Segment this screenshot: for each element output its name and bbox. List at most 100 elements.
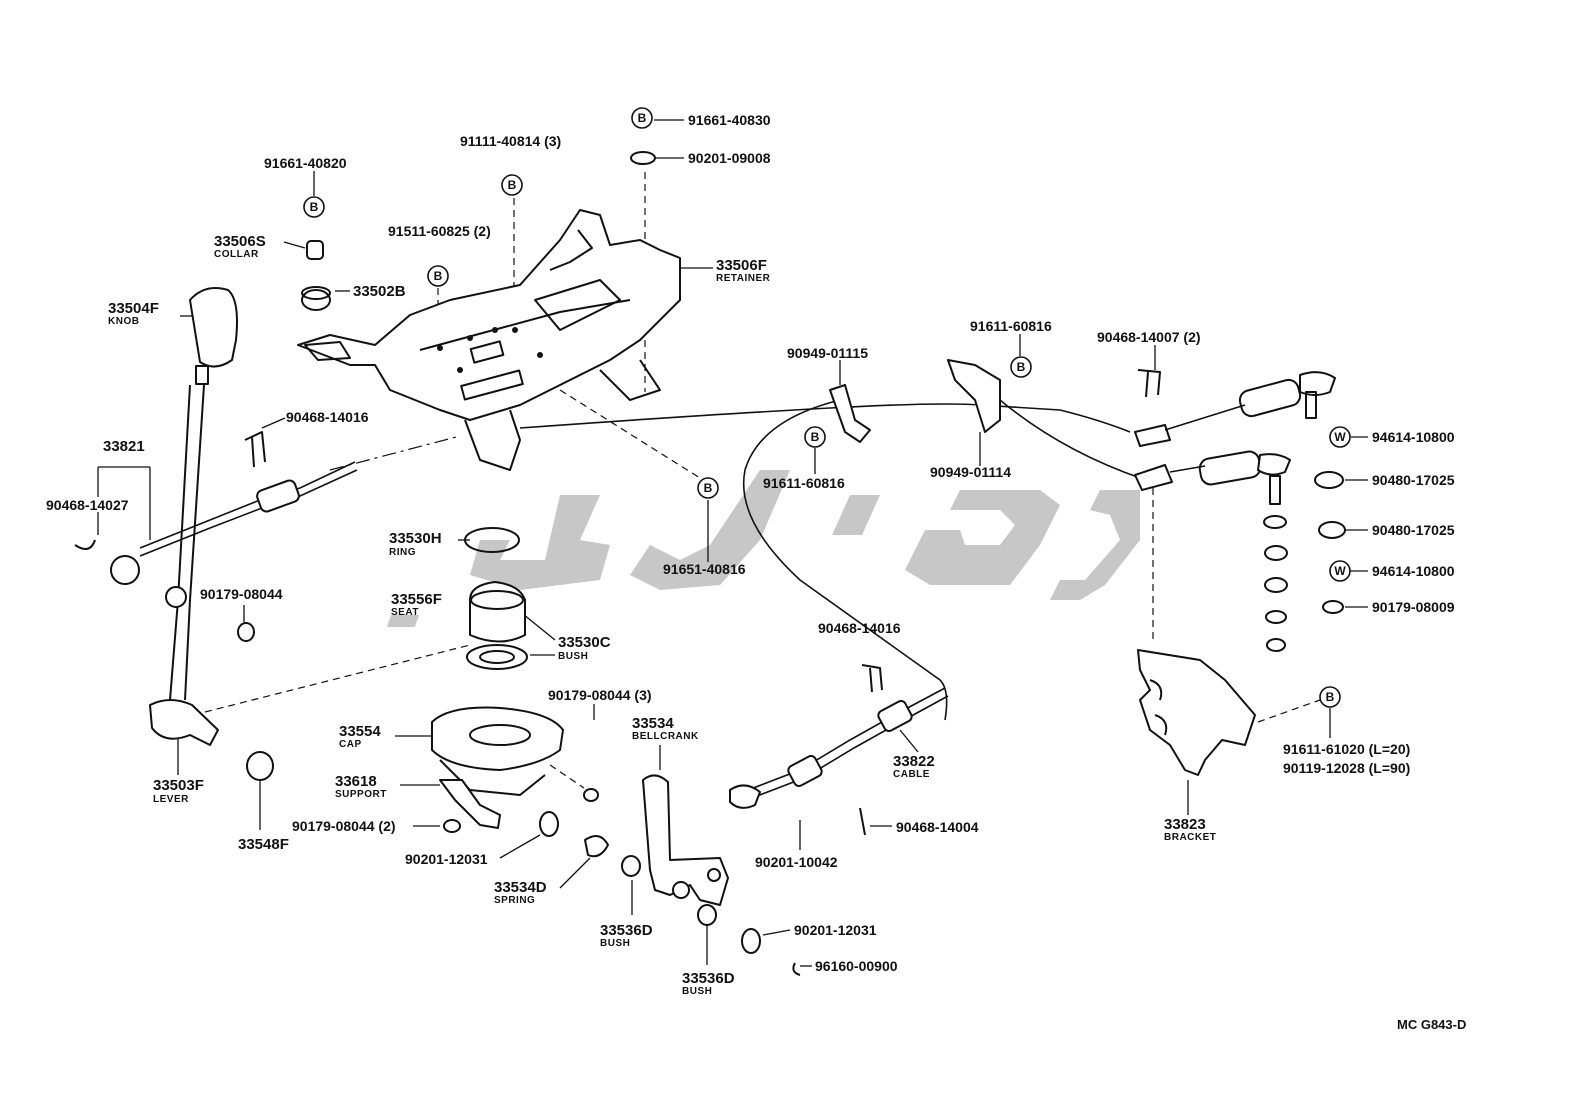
label-33504F-name: KNOB [108, 316, 139, 327]
label-33502B: 33502B [353, 283, 406, 300]
label-91611-60816-b: 91611-60816 [970, 318, 1052, 334]
label-33530H-name: RING [389, 547, 416, 558]
watermark-logo [386, 470, 1140, 627]
label-33548F: 33548F [238, 836, 289, 853]
svg-text:W: W [1334, 564, 1346, 578]
svg-text:B: B [508, 178, 517, 192]
shift-cable-upper [519, 403, 1131, 433]
label-91661-40830: 91661-40830 [688, 112, 771, 128]
bolt-symbol-icon: B [631, 107, 653, 129]
bolt-symbol-icon: B [697, 477, 719, 499]
reference-symbols: B B B B B B B B W W [303, 107, 1351, 708]
bracket-33823-shape [1137, 649, 1256, 776]
label-33554: 33554 [339, 723, 381, 740]
label-33506F-name: RETAINER [716, 273, 771, 284]
label-90949-01114: 90949-01114 [930, 464, 1011, 480]
label-91661-40820: 91661-40820 [264, 155, 347, 171]
label-90201-09008: 90201-09008 [688, 150, 771, 166]
label-96160-00900: 96160-00900 [815, 958, 898, 974]
label-33536D-a-name: BUSH [600, 938, 630, 949]
label-33822-name: CABLE [893, 769, 930, 780]
label-33504F: 33504F [108, 300, 159, 317]
shift-cable-loop [742, 399, 948, 721]
label-33530C: 33530C [558, 634, 611, 651]
label-90468-14007: 90468-14007 (2) [1097, 329, 1201, 345]
label-90119-12028: 90119-12028 (L=90) [1283, 760, 1410, 776]
diagram-code: MC G843-D [1397, 1017, 1466, 1032]
label-33822: 33822 [893, 753, 935, 770]
label-94614-10800-b: 94614-10800 [1372, 563, 1455, 579]
label-91651-40816: 91651-40816 [663, 561, 746, 577]
label-33536D-b: 33536D [682, 970, 735, 987]
bolt-symbol-icon: B [303, 196, 325, 218]
label-33503F-name: LEVER [153, 794, 189, 805]
label-90468-14004: 90468-14004 [896, 819, 979, 835]
label-33534D: 33534D [494, 879, 547, 896]
svg-text:W: W [1334, 430, 1346, 444]
label-90201-12031-b: 90201-12031 [794, 922, 877, 938]
label-33506F: 33506F [716, 257, 767, 274]
washer-symbol-icon: W [1329, 560, 1351, 582]
svg-text:B: B [638, 111, 647, 125]
label-90468-14016-b: 90468-14016 [818, 620, 901, 636]
label-90480-17025-a: 90480-17025 [1372, 472, 1455, 488]
label-33823: 33823 [1164, 816, 1206, 833]
label-33554-name: CAP [339, 739, 362, 750]
label-90480-17025-b: 90480-17025 [1372, 522, 1455, 538]
ring-33530H-shape [464, 527, 520, 553]
label-33530H: 33530H [389, 530, 442, 547]
seat-33556F-shape [469, 581, 526, 643]
label-33618-name: SUPPORT [335, 789, 387, 800]
label-33503F: 33503F [153, 777, 204, 794]
label-33536D-a: 33536D [600, 922, 653, 939]
bolt-symbol-icon: B [1319, 686, 1341, 708]
label-33506S: 33506S [214, 233, 266, 250]
bush-33530C-shape [466, 644, 528, 670]
leader-lines [97, 119, 1368, 967]
label-33821: 33821 [103, 438, 145, 455]
cap-33554-shape [431, 706, 564, 771]
svg-text:B: B [1326, 690, 1335, 704]
label-94614-10800-a: 94614-10800 [1372, 429, 1455, 445]
label-91611-61020: 91611-61020 (L=20) [1283, 741, 1410, 757]
part-labels: 91661-40830 90201-09008 91111-40814 (3) … [46, 112, 1466, 1032]
label-33556F-name: SEAT [391, 607, 419, 618]
label-33506S-name: COLLAR [214, 249, 259, 260]
bolt-symbol-icon: B [501, 174, 523, 196]
label-33534D-name: SPRING [494, 895, 535, 906]
label-90468-14027: 90468-14027 [46, 497, 129, 513]
bolt-symbol-icon: B [804, 426, 826, 448]
label-90201-10042: 90201-10042 [755, 854, 838, 870]
bolt-symbol-icon: B [1010, 356, 1032, 378]
svg-text:B: B [310, 200, 319, 214]
part-drawings [74, 209, 1346, 976]
svg-text:B: B [1017, 360, 1026, 374]
svg-text:B: B [811, 430, 820, 444]
label-33618: 33618 [335, 773, 377, 790]
washer-symbol-icon: W [1329, 426, 1351, 448]
label-90179-08044-a: 90179-08044 [200, 586, 283, 602]
svg-text:B: B [704, 481, 713, 495]
label-90468-14016-a: 90468-14016 [286, 409, 369, 425]
label-33530C-name: BUSH [558, 651, 588, 662]
label-90201-12031-a: 90201-12031 [405, 851, 488, 867]
bolt-symbol-icon: B [427, 265, 449, 287]
label-33556F: 33556F [391, 591, 442, 608]
label-33534-name: BELLCRANK [632, 731, 699, 742]
collar-33506S-shape [306, 240, 324, 260]
label-33534: 33534 [632, 715, 674, 732]
label-90179-08044-2: 90179-08044 (2) [292, 818, 396, 834]
label-90179-08044-3: 90179-08044 (3) [548, 687, 652, 703]
knob-33504F-shape [189, 287, 238, 368]
label-33536D-b-name: BUSH [682, 986, 712, 997]
label-91611-60816-a: 91611-60816 [763, 475, 845, 491]
label-90949-01115: 90949-01115 [787, 345, 868, 361]
label-91111-40814: 91111-40814 (3) [460, 133, 561, 149]
lever-base-shape [149, 699, 219, 746]
label-33823-name: BRACKET [1164, 832, 1216, 843]
label-90179-08009: 90179-08009 [1372, 599, 1455, 615]
label-91511-60825: 91511-60825 (2) [388, 223, 491, 239]
svg-text:B: B [434, 269, 443, 283]
